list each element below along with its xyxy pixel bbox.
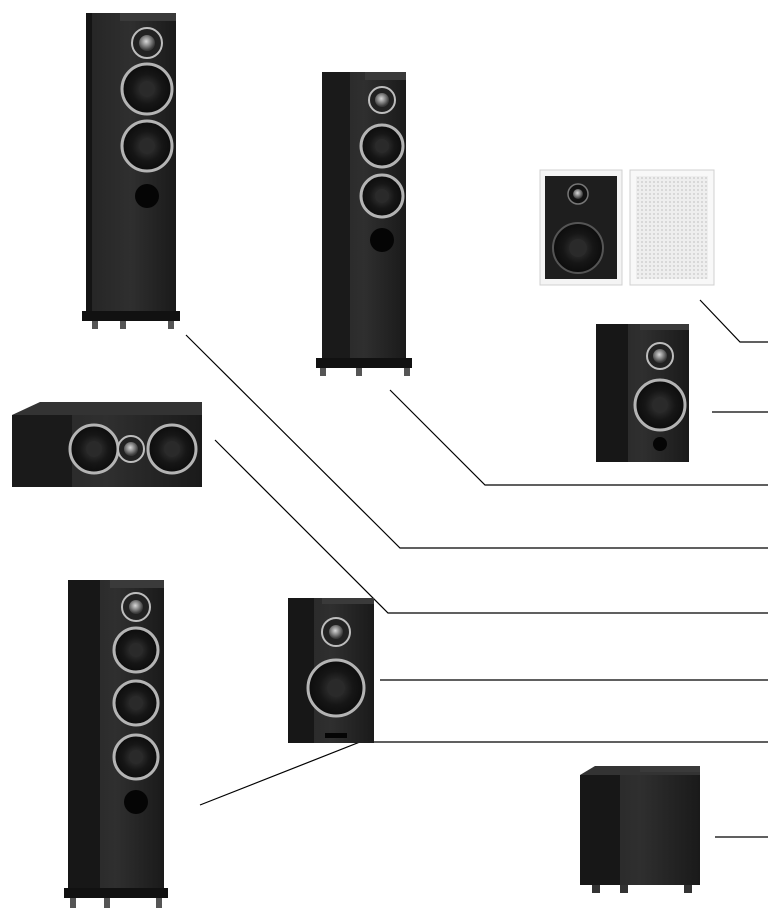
grille-icon [636,176,708,279]
bass-port-icon [653,437,667,451]
woofer-icon [359,123,405,169]
woofer-icon [359,173,405,219]
bass-port-icon [370,228,394,252]
tweeter-icon [321,617,351,647]
woofer-icon [633,378,687,432]
tweeter-icon [646,342,674,370]
bass-port-icon [325,733,347,738]
woofer-icon [112,733,160,781]
plinth [316,358,412,368]
in-wall-speaker [539,169,623,286]
tweeter-icon [131,27,163,59]
leader-line-in-wall [699,299,768,343]
woofer-icon [146,423,198,475]
woofer-icon [120,62,174,116]
center-channel-speaker [12,402,202,487]
woofer-icon [120,119,174,173]
tweeter-icon [368,86,396,114]
woofer-icon [306,658,366,718]
tall-floorstanding-speaker [64,580,168,908]
tweeter-icon [117,435,145,463]
in-wall-speaker-grille [629,169,715,286]
bookshelf-speaker [596,324,689,462]
subwoofer [580,766,700,893]
medium-floorstanding-speaker [316,72,412,376]
tweeter-icon [567,183,589,205]
plinth [82,311,180,321]
leader-line-medium-floorstanding [389,389,768,486]
leader-line-large-floorstanding [185,334,768,549]
woofer-icon [112,626,160,674]
woofer-icon [68,423,120,475]
large-floorstanding-speaker [82,13,180,329]
plinth [64,888,168,898]
leader-line-center [214,439,768,614]
woofer-icon [552,222,604,274]
bass-port-icon [124,790,148,814]
small-bookshelf-speaker [288,598,374,743]
tweeter-icon [121,592,151,622]
woofer-icon [112,679,160,727]
bass-port-icon [135,184,159,208]
